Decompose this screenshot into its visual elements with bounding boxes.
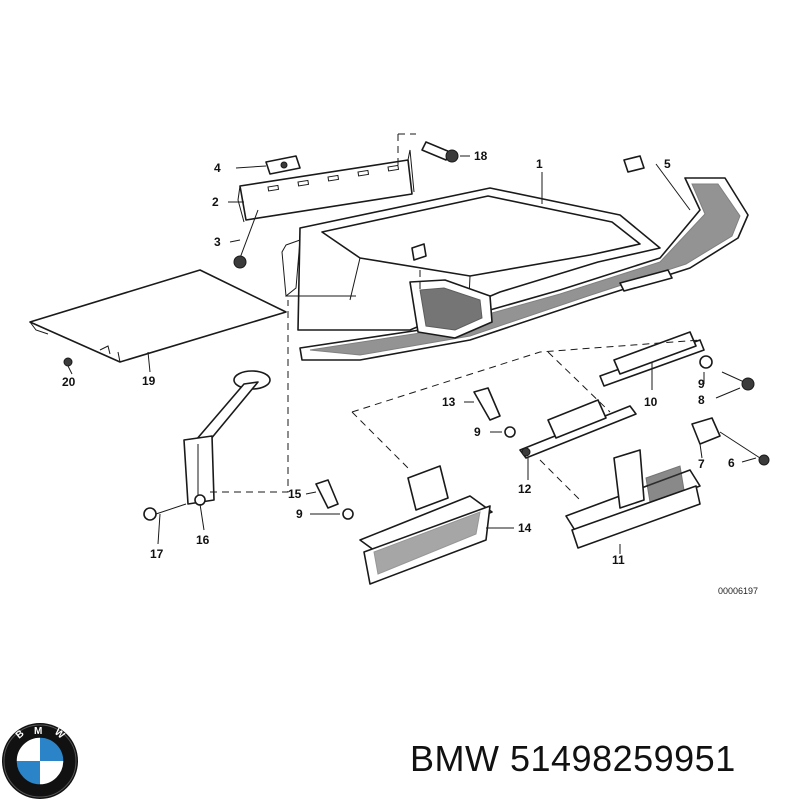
callout-4: 4 <box>214 161 221 175</box>
washer-9b <box>342 508 354 520</box>
support-strut <box>183 370 271 506</box>
callout-11: 11 <box>612 553 625 567</box>
screw-18 <box>421 141 459 163</box>
callout-14: 14 <box>518 521 532 535</box>
callout-9-bottom: 9 <box>296 507 303 521</box>
callout-12: 12 <box>518 482 532 496</box>
screw-8 <box>721 371 755 391</box>
callout-labels: 1 2 3 4 5 6 7 8 9 9 9 10 11 12 13 14 15 … <box>62 149 735 567</box>
callout-13: 13 <box>442 395 456 409</box>
clip-20 <box>63 357 73 367</box>
callout-3: 3 <box>214 235 221 249</box>
glove-box-body <box>281 177 749 361</box>
callout-1: 1 <box>536 157 543 171</box>
screw-3 <box>233 209 259 269</box>
screw-6 <box>719 431 770 466</box>
footer-part-label: BMW 51498259951 <box>410 738 736 779</box>
washer-9c <box>699 355 713 369</box>
callout-10: 10 <box>644 395 658 409</box>
cover-panel <box>29 269 287 363</box>
bmw-logo: B M W <box>2 723 78 799</box>
hinge-bracket <box>237 149 415 223</box>
hinge-plate <box>265 155 301 175</box>
callout-9-middle: 9 <box>474 425 481 439</box>
callout-7: 7 <box>698 457 705 471</box>
callout-15: 15 <box>288 487 302 501</box>
svg-text:M: M <box>34 726 42 737</box>
callout-6: 6 <box>728 456 735 470</box>
diagram-reference-number: 00006197 <box>718 586 758 596</box>
lock-assembly-11 <box>565 449 701 549</box>
callout-8: 8 <box>698 393 705 407</box>
callout-9-top: 9 <box>698 377 705 391</box>
callout-17: 17 <box>150 547 164 561</box>
clip-5 <box>623 155 645 173</box>
callout-19: 19 <box>142 374 156 388</box>
handle-14 <box>359 465 493 585</box>
callout-18: 18 <box>474 149 488 163</box>
bolt-17 <box>143 503 187 521</box>
callout-20: 20 <box>62 375 76 389</box>
catch-12 <box>519 399 637 459</box>
callout-5: 5 <box>664 157 671 171</box>
callout-2: 2 <box>212 195 219 209</box>
leader-lines <box>67 155 757 554</box>
assembly-lines <box>210 133 701 501</box>
callout-16: 16 <box>196 533 210 547</box>
bracket-7 <box>691 417 721 445</box>
washer-9a <box>504 426 516 438</box>
screw-15 <box>315 479 339 509</box>
screw-13 <box>473 387 501 421</box>
